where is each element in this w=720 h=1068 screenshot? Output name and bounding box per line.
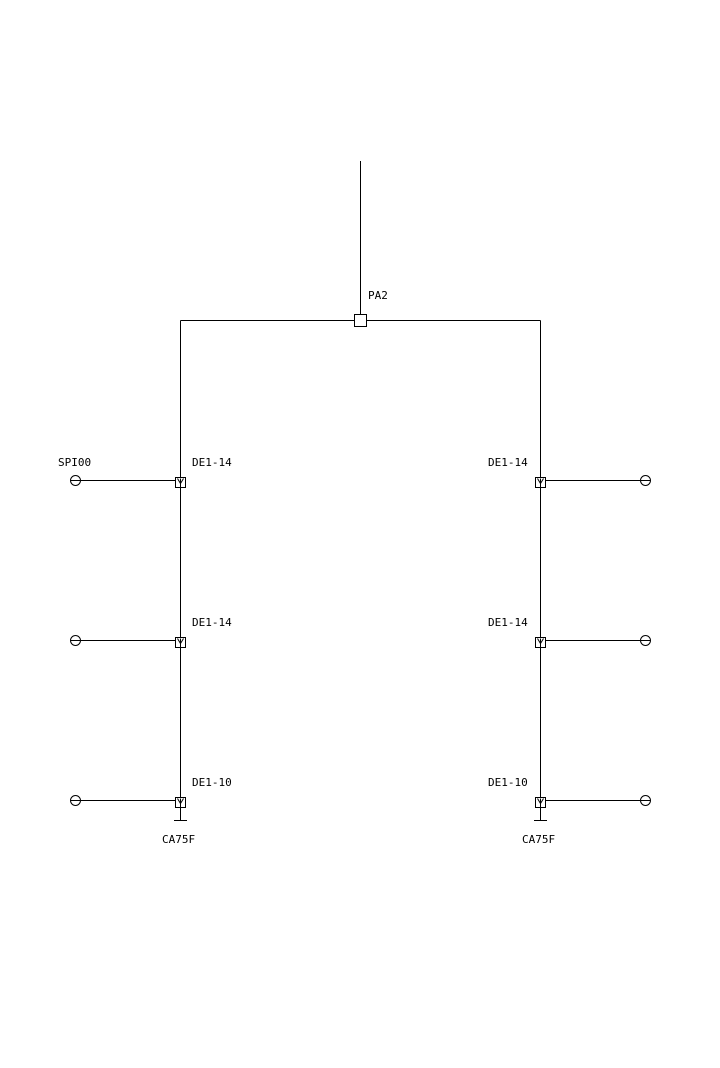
hub-splitter[interactable]	[354, 314, 367, 327]
hub-label: PA2	[368, 289, 388, 302]
left-tap-2-mark	[177, 638, 184, 648]
left-tap-2-label: DE1-14	[192, 616, 232, 629]
right-tap-3-mark	[537, 798, 544, 808]
right-tap-1-mark	[537, 478, 544, 488]
right-tap-1-label: DE1-14	[488, 456, 528, 469]
left-tap-3-label: DE1-10	[192, 776, 232, 789]
source-label: SPI00	[58, 456, 91, 469]
right-tap-2-label: DE1-14	[488, 616, 528, 629]
right-tap-3-label: DE1-10	[488, 776, 528, 789]
left-tap-3-mark	[177, 798, 184, 808]
left-tap-1-mark	[177, 478, 184, 488]
right-end-label: CA75F	[522, 833, 555, 846]
left-end-label: CA75F	[162, 833, 195, 846]
right-tap-2-mark	[537, 638, 544, 648]
left-tap-1-label: DE1-14	[192, 456, 232, 469]
